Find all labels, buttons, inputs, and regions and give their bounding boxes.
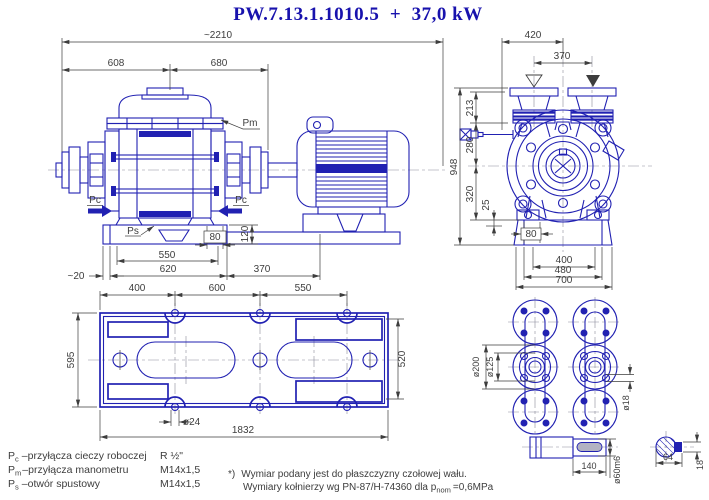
dim-370-side: 370 bbox=[254, 264, 271, 275]
legend-val-pm: M14x1,5 bbox=[160, 464, 200, 476]
cutout-left bbox=[136, 341, 236, 379]
page-title: PW.7.13.1.1010.5 + 37,0 kW bbox=[233, 4, 483, 25]
dim-overall-length: ~2210 bbox=[204, 30, 233, 41]
right-bearing-coupling bbox=[224, 141, 298, 199]
center-holes bbox=[112, 350, 378, 370]
note-line2: Wymiary kołnierzy wg PN-87/H-74360 dla p… bbox=[243, 482, 494, 495]
dim-600-plan: 600 bbox=[209, 283, 226, 294]
pad-bottom-left bbox=[107, 383, 169, 400]
dim-bolt-hole: ø18 bbox=[621, 395, 631, 411]
dim-flange-hub: ø125 bbox=[485, 357, 495, 378]
dim-hole-24: ø24 bbox=[183, 417, 201, 428]
suction-port bbox=[509, 87, 559, 138]
lifting-eye-icon bbox=[306, 116, 334, 134]
suction-triangle-icon bbox=[525, 74, 543, 88]
label-pm: Pm bbox=[243, 118, 258, 129]
pad-top-right bbox=[295, 318, 383, 341]
label-pc-right: Pc bbox=[235, 195, 247, 206]
cover-bolts bbox=[525, 123, 601, 209]
front-view: 420 370 213 280 948 320 25 bbox=[449, 30, 652, 290]
flange-dimensions: ø200 ø125 ø18 bbox=[471, 344, 634, 411]
dim-280: 280 bbox=[465, 136, 476, 153]
legend-val-ps: M14x1,5 bbox=[160, 478, 200, 490]
dim-flange-outer: ø200 bbox=[471, 357, 481, 378]
shaft-dimensions: 140 ø60m6 bbox=[572, 438, 622, 484]
dim-608: 608 bbox=[108, 58, 125, 69]
dim-520: 520 bbox=[397, 350, 408, 367]
note-line1: *)Wymiar podany jest do płaszczyzny czoł… bbox=[228, 469, 467, 480]
legend: Pc–przyłącza cieczy roboczej R ½" Pm–prz… bbox=[8, 450, 200, 492]
legend-row-pm: Pm–przyłącza manometru bbox=[8, 464, 129, 478]
electric-motor bbox=[296, 116, 410, 233]
dim-25: 25 bbox=[481, 199, 492, 211]
baseplate-side bbox=[102, 224, 401, 245]
dim-400-front: 400 bbox=[556, 255, 573, 266]
cutout-right bbox=[276, 341, 353, 379]
motor-fins bbox=[316, 136, 387, 202]
key-bump bbox=[674, 442, 682, 452]
discharge-triangle-icon bbox=[586, 75, 600, 87]
dim-140: 140 bbox=[581, 461, 596, 471]
legend-row-ps: Ps–otwór spustowy bbox=[8, 478, 101, 492]
pc-flow-arrow-left bbox=[88, 205, 112, 217]
plan-dimensions: 400 600 550 595 520 ø24 1832 bbox=[66, 283, 408, 441]
flange-detail: ø200 ø125 ø18 bbox=[471, 297, 634, 437]
dim-595: 595 bbox=[66, 351, 77, 368]
dim-550-plan: 550 bbox=[295, 283, 312, 294]
side-view: ~2210 608 680 550 620 370 ~20 bbox=[48, 30, 448, 282]
dim-1832: 1832 bbox=[232, 425, 255, 436]
dim-370-front: 370 bbox=[554, 51, 571, 62]
dim-20-edge: ~20 bbox=[68, 271, 85, 282]
pad-bottom-right bbox=[295, 380, 383, 403]
anchor-notches bbox=[164, 308, 358, 412]
front-dimensions: 420 370 213 280 948 320 25 bbox=[449, 30, 613, 290]
dim-480: 480 bbox=[555, 265, 572, 276]
flange-column-left bbox=[508, 297, 562, 437]
key-section: 64 18 bbox=[650, 431, 705, 470]
gauge-boss bbox=[554, 121, 572, 131]
flange-column-right bbox=[568, 297, 622, 437]
dim-400-plan: 400 bbox=[129, 283, 146, 294]
side-dimensions: ~2210 608 680 550 620 370 ~20 bbox=[61, 30, 444, 282]
dim-80-front: 80 bbox=[525, 229, 537, 240]
baseplate-outline bbox=[99, 312, 389, 408]
label-pc-left: Pc bbox=[89, 195, 101, 206]
dim-64: 64 bbox=[663, 452, 673, 462]
dim-620: 620 bbox=[160, 264, 177, 275]
dim-700: 700 bbox=[556, 275, 573, 286]
casing-front bbox=[506, 109, 620, 223]
dim-320: 320 bbox=[465, 185, 476, 202]
pad-top-left bbox=[107, 321, 169, 338]
pump-casing bbox=[104, 87, 226, 226]
dim-680: 680 bbox=[211, 58, 228, 69]
discharge-port bbox=[567, 87, 617, 138]
shaft-detail: 140 ø60m6 64 bbox=[522, 431, 705, 484]
motor-pedestal bbox=[302, 213, 386, 233]
dim-948: 948 bbox=[449, 158, 460, 175]
dim-213: 213 bbox=[465, 99, 476, 116]
legend-val-pc: R ½" bbox=[160, 450, 183, 462]
label-ps: Ps bbox=[127, 226, 139, 237]
dim-420: 420 bbox=[525, 30, 542, 41]
side-stub-pipe bbox=[602, 140, 625, 161]
notes: *)Wymiar podany jest do płaszczyzny czoł… bbox=[228, 469, 494, 495]
dim-550: 550 bbox=[159, 250, 176, 261]
dim-shaft-dia: ø60m6 bbox=[612, 456, 622, 484]
dim-80-side: 80 bbox=[209, 232, 221, 243]
pump-leg-left bbox=[115, 217, 143, 226]
dim-120: 120 bbox=[240, 225, 251, 242]
plan-view: 400 600 550 595 520 ø24 1832 bbox=[66, 283, 408, 441]
pc-flow-arrow-right bbox=[218, 205, 242, 217]
legend-row-pc: Pc–przyłącza cieczy roboczej bbox=[8, 450, 147, 464]
dim-18: 18 bbox=[695, 460, 705, 470]
pump-leg-right bbox=[187, 217, 215, 226]
keyway-slot bbox=[576, 442, 603, 452]
